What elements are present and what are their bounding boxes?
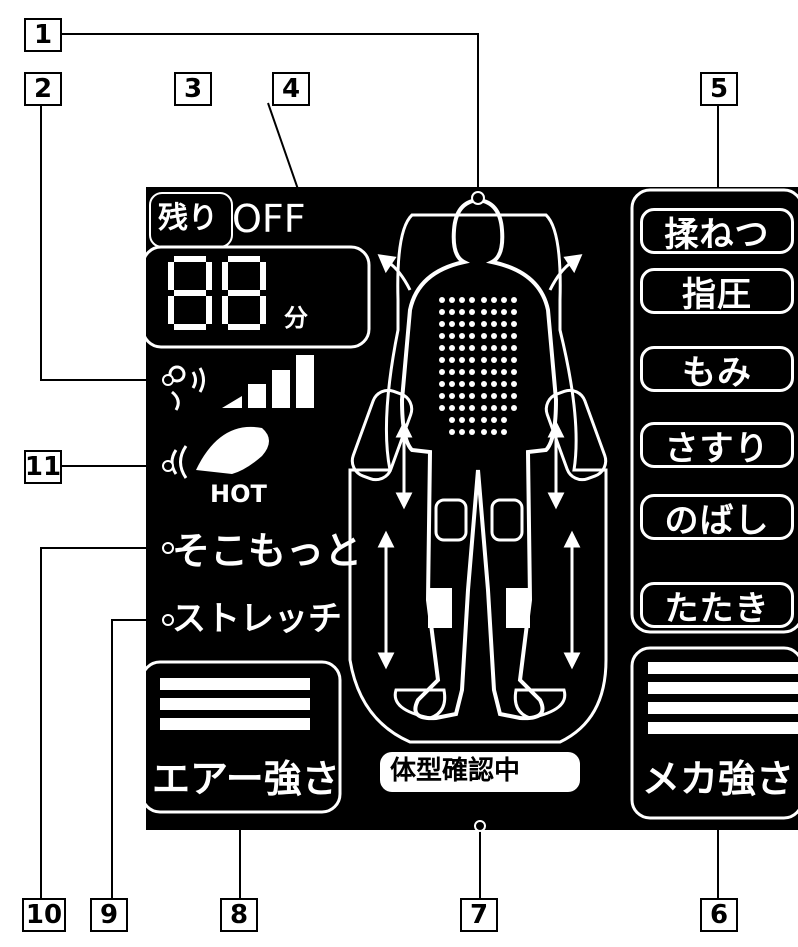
- mode-shiatsu: 指圧: [640, 268, 794, 315]
- mecha-strength-label: メカ強さ: [642, 757, 795, 801]
- leader-line-4: [267, 102, 301, 196]
- sokomotto-label: そこもっと: [172, 529, 363, 573]
- callout-11: 11: [24, 450, 62, 484]
- leader-line-10: [40, 547, 168, 900]
- callout-4: 4: [272, 72, 310, 106]
- callout-2: 2: [24, 72, 62, 106]
- right-foot-cell: [513, 688, 567, 720]
- mode-tataki: たたき: [640, 582, 794, 629]
- air-strength-box: [140, 660, 342, 814]
- chair-outline: [348, 213, 608, 744]
- callout-1: 1: [24, 18, 62, 52]
- heat-hand-icon: [170, 426, 269, 479]
- leader-dot-10: [162, 542, 174, 554]
- body-check-box: [380, 752, 580, 792]
- air-strength-bar: [160, 718, 310, 730]
- callout-5: 5: [700, 72, 738, 106]
- human-figure: [399, 197, 559, 721]
- time-unit-label: 分: [284, 304, 308, 332]
- massage-points-grid: [439, 297, 517, 435]
- mode-column-frame: [630, 188, 798, 634]
- leader-dot-2: [162, 374, 174, 386]
- off-label: OFF: [232, 197, 306, 241]
- voice-icon: [168, 365, 205, 411]
- air-strength-label: エアー強さ: [152, 757, 340, 801]
- left-calf-cell: [428, 588, 452, 628]
- left-foot-cell: [393, 688, 447, 720]
- left-arm-cell: [350, 388, 414, 482]
- remaining-label: 残り: [158, 201, 218, 236]
- left-thigh-cell: [434, 498, 468, 542]
- movement-arrows: [377, 254, 583, 670]
- right-calf-cell: [506, 588, 530, 628]
- callout-6: 6: [700, 898, 738, 932]
- right-thigh-cell: [490, 498, 524, 542]
- mecha-strength-bar: [648, 722, 798, 734]
- leader-line-1: [60, 33, 479, 198]
- mode-nobashi: のばし: [640, 494, 794, 541]
- time-digits-icon: [168, 256, 266, 330]
- callout-8: 8: [220, 898, 258, 932]
- callout-9: 9: [90, 898, 128, 932]
- remaining-box: [149, 192, 233, 248]
- mecha-strength-box: [630, 646, 798, 820]
- leader-line-2: [40, 88, 168, 381]
- leader-dot-11: [162, 460, 174, 472]
- leader-dot-9: [162, 614, 174, 626]
- callout-7: 7: [460, 898, 498, 932]
- mecha-strength-bar: [648, 682, 798, 694]
- hot-label: HOT: [210, 480, 267, 508]
- leader-dot-1: [471, 191, 485, 205]
- stretch-label: ストレッチ: [172, 599, 342, 639]
- mode-momi: もみ: [640, 346, 794, 393]
- body-check-label: 体型確認中: [390, 756, 521, 786]
- mode-sasuri: さすり: [640, 422, 794, 469]
- callout-10: 10: [22, 898, 66, 932]
- mecha-strength-bar: [648, 702, 798, 714]
- volume-level-icon: [222, 355, 314, 408]
- mode-kneading-heat: 揉ねつ: [640, 208, 794, 255]
- callout-3: 3: [174, 72, 212, 106]
- air-strength-bar: [160, 698, 310, 710]
- timer-box: [141, 245, 371, 349]
- air-strength-bar: [160, 678, 310, 690]
- mecha-strength-bar: [648, 662, 798, 674]
- leader-dot-7: [474, 820, 486, 832]
